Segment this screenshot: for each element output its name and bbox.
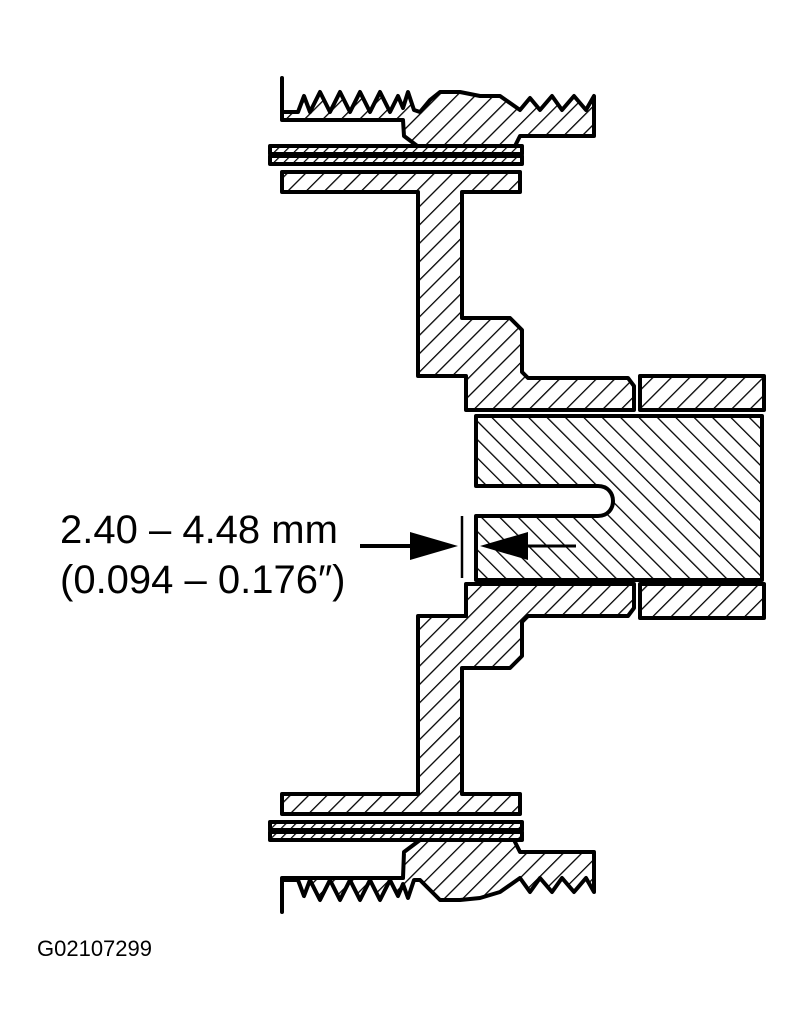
lower-seal-layer: [268, 830, 524, 842]
center-shaft: [474, 414, 764, 582]
right-arrowhead: [480, 532, 528, 560]
left-arrowhead: [410, 532, 458, 560]
lower-flange: [280, 582, 636, 816]
upper-sleeve: [638, 374, 766, 412]
upper-threaded-nut: [280, 76, 596, 150]
clearance-label-mm: 2.40 – 4.48 mm: [60, 508, 338, 552]
clearance-dimension: [360, 516, 576, 578]
clearance-label-inches: (0.094 – 0.176″): [60, 558, 346, 602]
upper-flange: [280, 170, 636, 412]
figure-id: G02107299: [37, 936, 152, 961]
lower-threaded-nut: [280, 838, 596, 914]
lower-seal-layer: [268, 820, 524, 832]
upper-seal-layer: [268, 144, 524, 156]
upper-seal-layer: [268, 154, 524, 166]
lower-sleeve: [638, 582, 766, 620]
